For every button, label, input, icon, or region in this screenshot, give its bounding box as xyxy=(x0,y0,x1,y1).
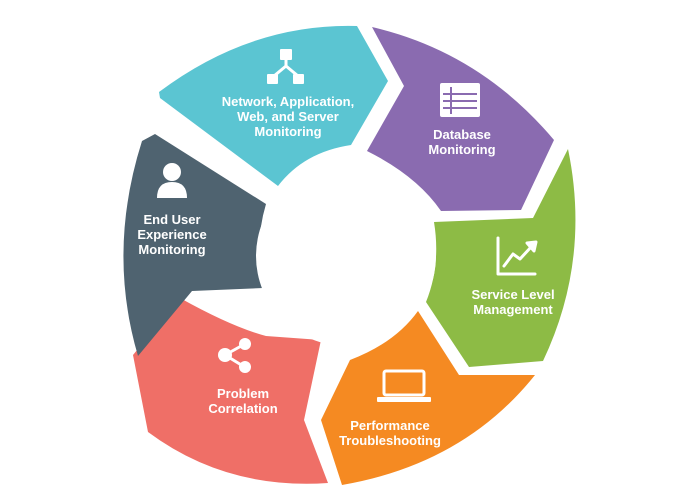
segment-database xyxy=(367,27,554,211)
user-icon xyxy=(157,163,187,198)
segment-label-service: Service Level Management xyxy=(471,287,555,317)
share-nodes-icon xyxy=(218,338,251,373)
segment-label-problem: Problem Correlation xyxy=(208,386,278,416)
segment-label-performance: Performance Troubleshooting xyxy=(339,418,441,448)
segment-label-database: Database Monitoring xyxy=(428,127,496,157)
database-table-icon xyxy=(440,83,480,117)
segment-label-enduser: End User Experience Monitoring xyxy=(137,212,207,257)
trending-chart-icon xyxy=(496,236,538,276)
segment-network xyxy=(159,25,388,186)
segment-label-network: Network, Application, Web, and Server Mo… xyxy=(221,94,355,139)
laptop-icon xyxy=(377,369,431,402)
segment-problem xyxy=(133,298,328,484)
center-hole xyxy=(256,166,436,346)
segment-service xyxy=(426,149,576,367)
hierarchy-network-icon xyxy=(267,49,304,84)
